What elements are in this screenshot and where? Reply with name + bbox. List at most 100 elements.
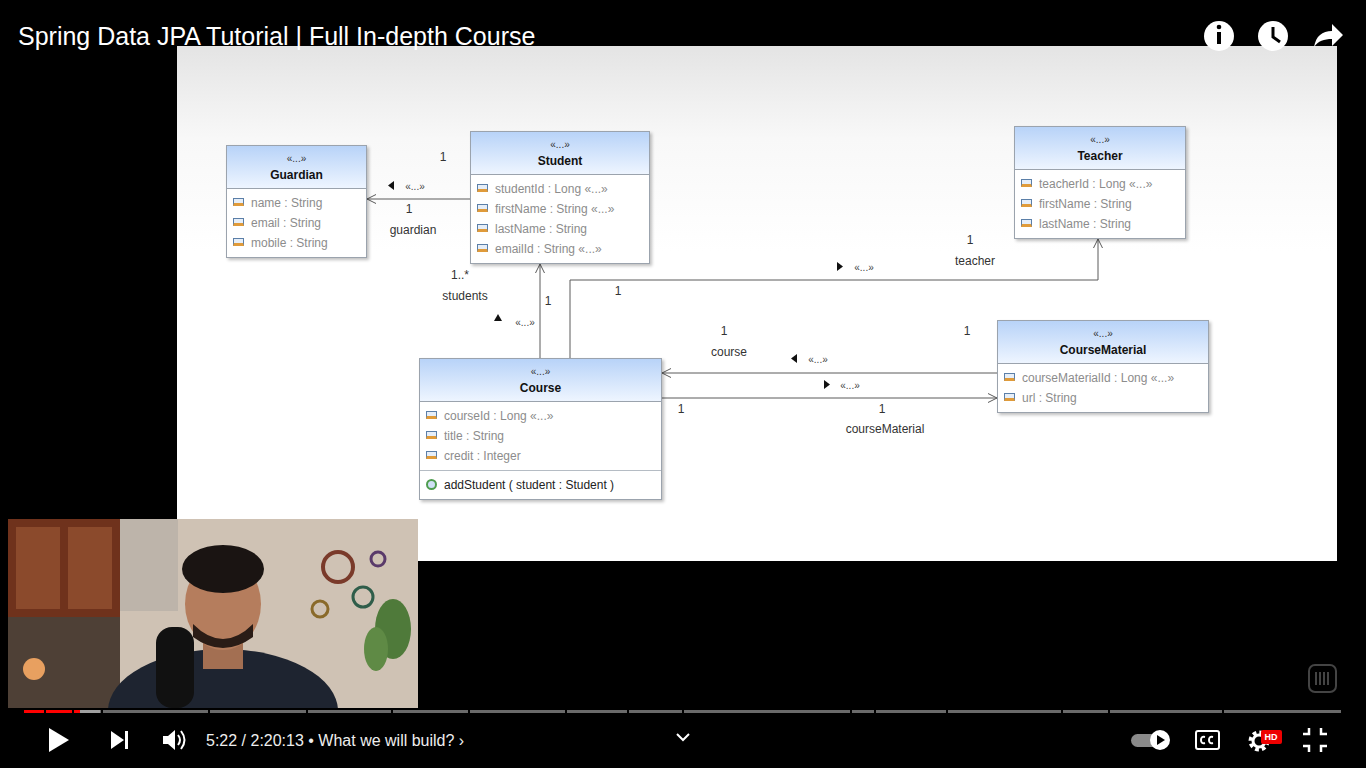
attribute-text: firstName : String: [1015, 194, 1185, 214]
attribute-text: title : String: [420, 426, 661, 446]
attribute-compartment: name : String email : String mobile : Stri…: [227, 189, 366, 257]
operation-text: addStudent ( student : Student ): [420, 475, 661, 495]
operation-icon: [426, 479, 437, 490]
attribute-text: lastName : String: [471, 219, 649, 239]
class-header: «...»Course: [420, 359, 661, 402]
open-arrowhead: [988, 394, 997, 403]
multiplicity-label: teacher: [955, 254, 995, 268]
attribute-text: credit : Integer: [420, 446, 661, 466]
attribute-label: studentId : Long «...»: [495, 182, 608, 196]
association-line: [540, 264, 541, 358]
attribute-icon: [477, 204, 488, 212]
stereotype-label: «...»: [808, 353, 827, 367]
uml-class-box: «...»Teacher teacherId : Long «...» firstN…: [1014, 126, 1186, 239]
attribute-icon: [1004, 373, 1015, 381]
multiplicity-label: 1..*: [451, 268, 469, 282]
stereotype-text: «...»: [479, 138, 641, 152]
open-arrowhead: [1094, 239, 1103, 248]
multiplicity-label: 1: [964, 324, 971, 338]
multiplicity-label: 1: [879, 402, 886, 416]
attribute-icon: [233, 198, 244, 206]
attribute-label: teacherId : Long «...»: [1039, 177, 1152, 191]
open-arrowhead: [367, 195, 376, 204]
attribute-label: email : String: [251, 216, 321, 230]
stereotype-label: «...»: [854, 261, 873, 275]
uml-class-box: «...»Course courseId : Long «...» title : …: [419, 358, 662, 500]
attribute-text: firstName : String «...»: [471, 199, 649, 219]
association-connector: [536, 264, 545, 358]
attribute-label: firstName : String «...»: [495, 202, 614, 216]
attribute-icon: [477, 224, 488, 232]
association-connector: [367, 195, 470, 204]
class-name: Course: [428, 379, 653, 397]
attribute-icon: [477, 184, 488, 192]
hd-badge-text: HD: [1265, 732, 1278, 742]
attribute-compartment: courseMaterialId : Long «...» url : Strin…: [998, 364, 1208, 412]
multiplicity-label: courseMaterial: [846, 422, 925, 436]
uml-class-box: «...»Student studentId : Long «...» firstN…: [470, 131, 650, 264]
open-arrowhead: [662, 369, 671, 378]
attribute-icon: [426, 431, 437, 439]
attribute-label: credit : Integer: [444, 449, 521, 463]
attribute-icon: [426, 451, 437, 459]
stereotype-label: «...»: [515, 316, 534, 330]
class-header: «...»CourseMaterial: [998, 321, 1208, 364]
association-line: [662, 398, 997, 399]
stereotype-label: «...»: [840, 379, 859, 393]
stereotype-text: «...»: [235, 152, 358, 166]
attribute-text: name : String: [227, 193, 366, 213]
stereotype-text: «...»: [1006, 327, 1200, 341]
attribute-text: studentId : Long «...»: [471, 179, 649, 199]
multiplicity-label: guardian: [390, 223, 437, 237]
association-line: [662, 373, 997, 374]
attribute-icon: [1021, 179, 1032, 187]
attribute-compartment: courseId : Long «...» title : String credi…: [420, 402, 661, 470]
open-arrowhead: [536, 264, 545, 273]
stereotype-text: «...»: [428, 365, 653, 379]
attribute-icon: [1021, 219, 1032, 227]
class-header: «...»Guardian: [227, 146, 366, 189]
time-and-chapter: 5:22 / 2:20:13 • What we will build? ›: [206, 731, 464, 751]
operation-compartment: addStudent ( student : Student ): [420, 470, 661, 499]
attribute-text: mobile : String: [227, 233, 366, 253]
attribute-compartment: studentId : Long «...» firstName : String…: [471, 175, 649, 263]
attribute-label: url : String: [1022, 391, 1077, 405]
attribute-text: email : String: [227, 213, 366, 233]
attribute-icon: [233, 238, 244, 246]
attribute-label: emailId : String «...»: [495, 242, 602, 256]
class-name: CourseMaterial: [1006, 341, 1200, 359]
attribute-compartment: teacherId : Long «...» firstName : String…: [1015, 170, 1185, 238]
multiplicity-label: 1: [721, 324, 728, 338]
multiplicity-label: 1: [678, 402, 685, 416]
video-title: Spring Data JPA Tutorial | Full In-depth…: [18, 20, 535, 52]
attribute-text: lastName : String: [1015, 214, 1185, 234]
operation-label: addStudent ( student : Student ): [444, 478, 614, 492]
attribute-label: courseMaterialId : Long «...»: [1022, 371, 1174, 385]
class-name: Student: [479, 152, 641, 170]
attribute-text: teacherId : Long «...»: [1015, 174, 1185, 194]
attribute-text: url : String: [998, 388, 1208, 408]
attribute-icon: [233, 218, 244, 226]
association-line: [367, 199, 470, 200]
attribute-label: lastName : String: [1039, 217, 1131, 231]
multiplicity-label: 1: [406, 202, 413, 216]
uml-class-box: «...»CourseMaterialcourseMaterialId : Lo…: [997, 320, 1209, 413]
association-connector: [662, 394, 997, 403]
attribute-icon: [1021, 199, 1032, 207]
attribute-icon: [477, 244, 488, 252]
multiplicity-label: 1: [967, 233, 974, 247]
class-header: «...»Teacher: [1015, 127, 1185, 170]
attribute-text: courseId : Long «...»: [420, 406, 661, 426]
class-name: Teacher: [1023, 147, 1177, 165]
attribute-label: firstName : String: [1039, 197, 1132, 211]
attribute-label: courseId : Long «...»: [444, 409, 553, 423]
multiplicity-label: course: [711, 345, 747, 359]
stereotype-text: «...»: [1023, 133, 1177, 147]
uml-class-box: «...»Guardian name : String email : String…: [226, 145, 367, 258]
attribute-label: mobile : String: [251, 236, 328, 250]
attribute-icon: [1004, 393, 1015, 401]
slide-background: [177, 46, 1337, 561]
attribute-icon: [426, 411, 437, 419]
attribute-text: emailId : String «...»: [471, 239, 649, 259]
multiplicity-label: 1: [545, 294, 552, 308]
